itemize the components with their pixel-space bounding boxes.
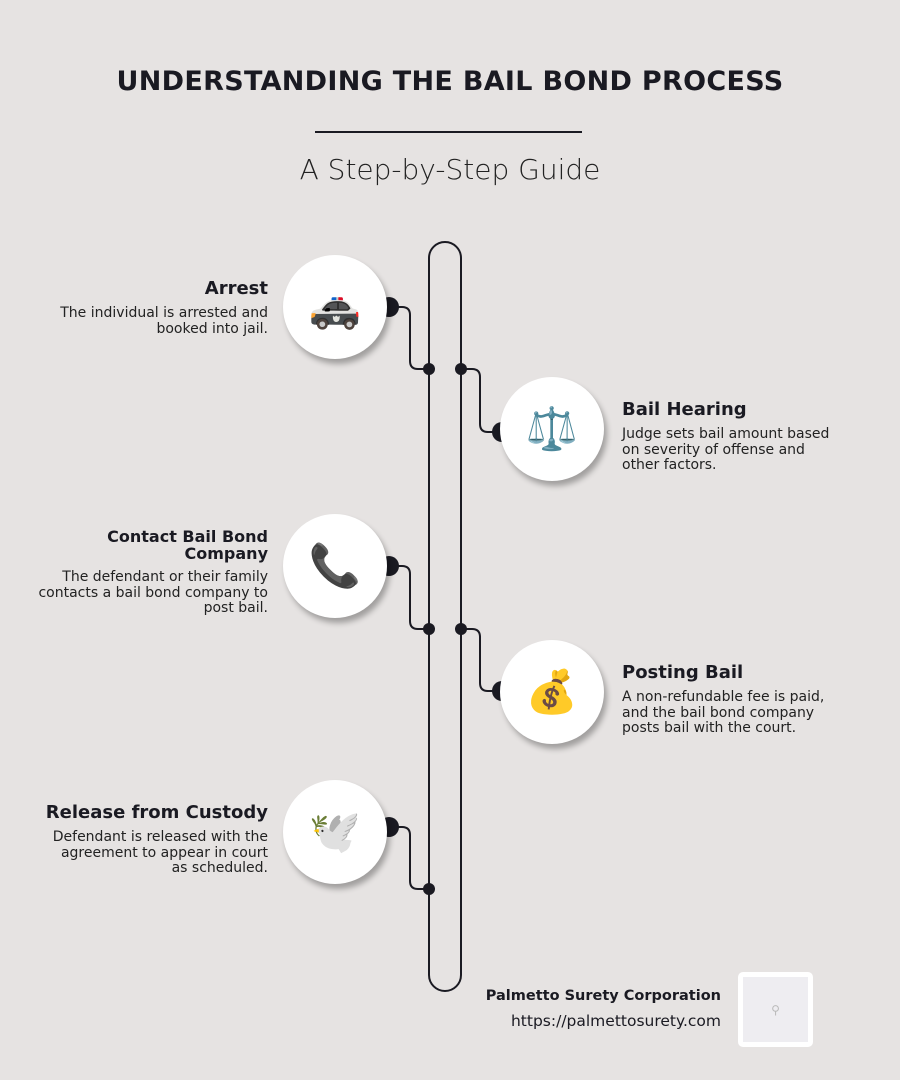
connector-4: [461, 628, 502, 692]
logo-placeholder-icon: ⚲: [743, 977, 808, 1042]
node-dot: [455, 623, 467, 635]
connector-2: [461, 368, 502, 433]
step-posting-bail: Posting Bail A non-refundable fee is pai…: [622, 664, 832, 737]
company-url[interactable]: https://palmettosurety.com: [510, 1012, 721, 1030]
dove-icon: 🕊️: [283, 780, 387, 884]
step-title: Release from Custody: [45, 802, 268, 823]
node-dot: [423, 363, 435, 375]
company-name: Palmetto Surety Corporation: [485, 988, 721, 1004]
step-description: The individual is arrested and booked in…: [60, 305, 268, 337]
connector-1: [389, 306, 429, 370]
step-title: Contact Bail Bond Company: [107, 527, 268, 563]
step-description: The defendant or their family contacts a…: [38, 569, 268, 616]
connector-5: [389, 826, 429, 890]
step-title: Bail Hearing: [622, 399, 747, 420]
step-title: Arrest: [204, 278, 268, 299]
step-contact-company: Contact Bail Bond Company The defendant …: [28, 528, 268, 617]
step-title: Posting Bail: [622, 662, 744, 683]
telephone-icon: 📞: [283, 514, 387, 618]
title-divider: [315, 131, 582, 133]
connector-3: [389, 565, 429, 630]
step-bail-hearing: Bail Hearing Judge sets bail amount base…: [622, 401, 837, 474]
node-dot: [423, 623, 435, 635]
step-arrest: Arrest The individual is arrested and bo…: [28, 280, 268, 337]
node-dot: [423, 883, 435, 895]
step-description: A non-refundable fee is paid, and the ba…: [622, 689, 825, 736]
company-logo: ⚲: [738, 972, 813, 1047]
money-bag-icon: 💰: [500, 640, 604, 744]
node-dot: [455, 363, 467, 375]
timeline-loop: [428, 241, 462, 992]
step-release: Release from Custody Defendant is releas…: [28, 804, 268, 877]
step-description: Defendant is released with the agreement…: [52, 829, 268, 876]
scales-icon: ⚖️: [500, 377, 604, 481]
police-car-icon: 🚓: [283, 255, 387, 359]
step-description: Judge sets bail amount based on severity…: [622, 426, 830, 473]
page-title: UNDERSTANDING THE BAIL BOND PROCESS: [116, 66, 784, 97]
page-subtitle: A Step-by-Step Guide: [299, 153, 601, 186]
